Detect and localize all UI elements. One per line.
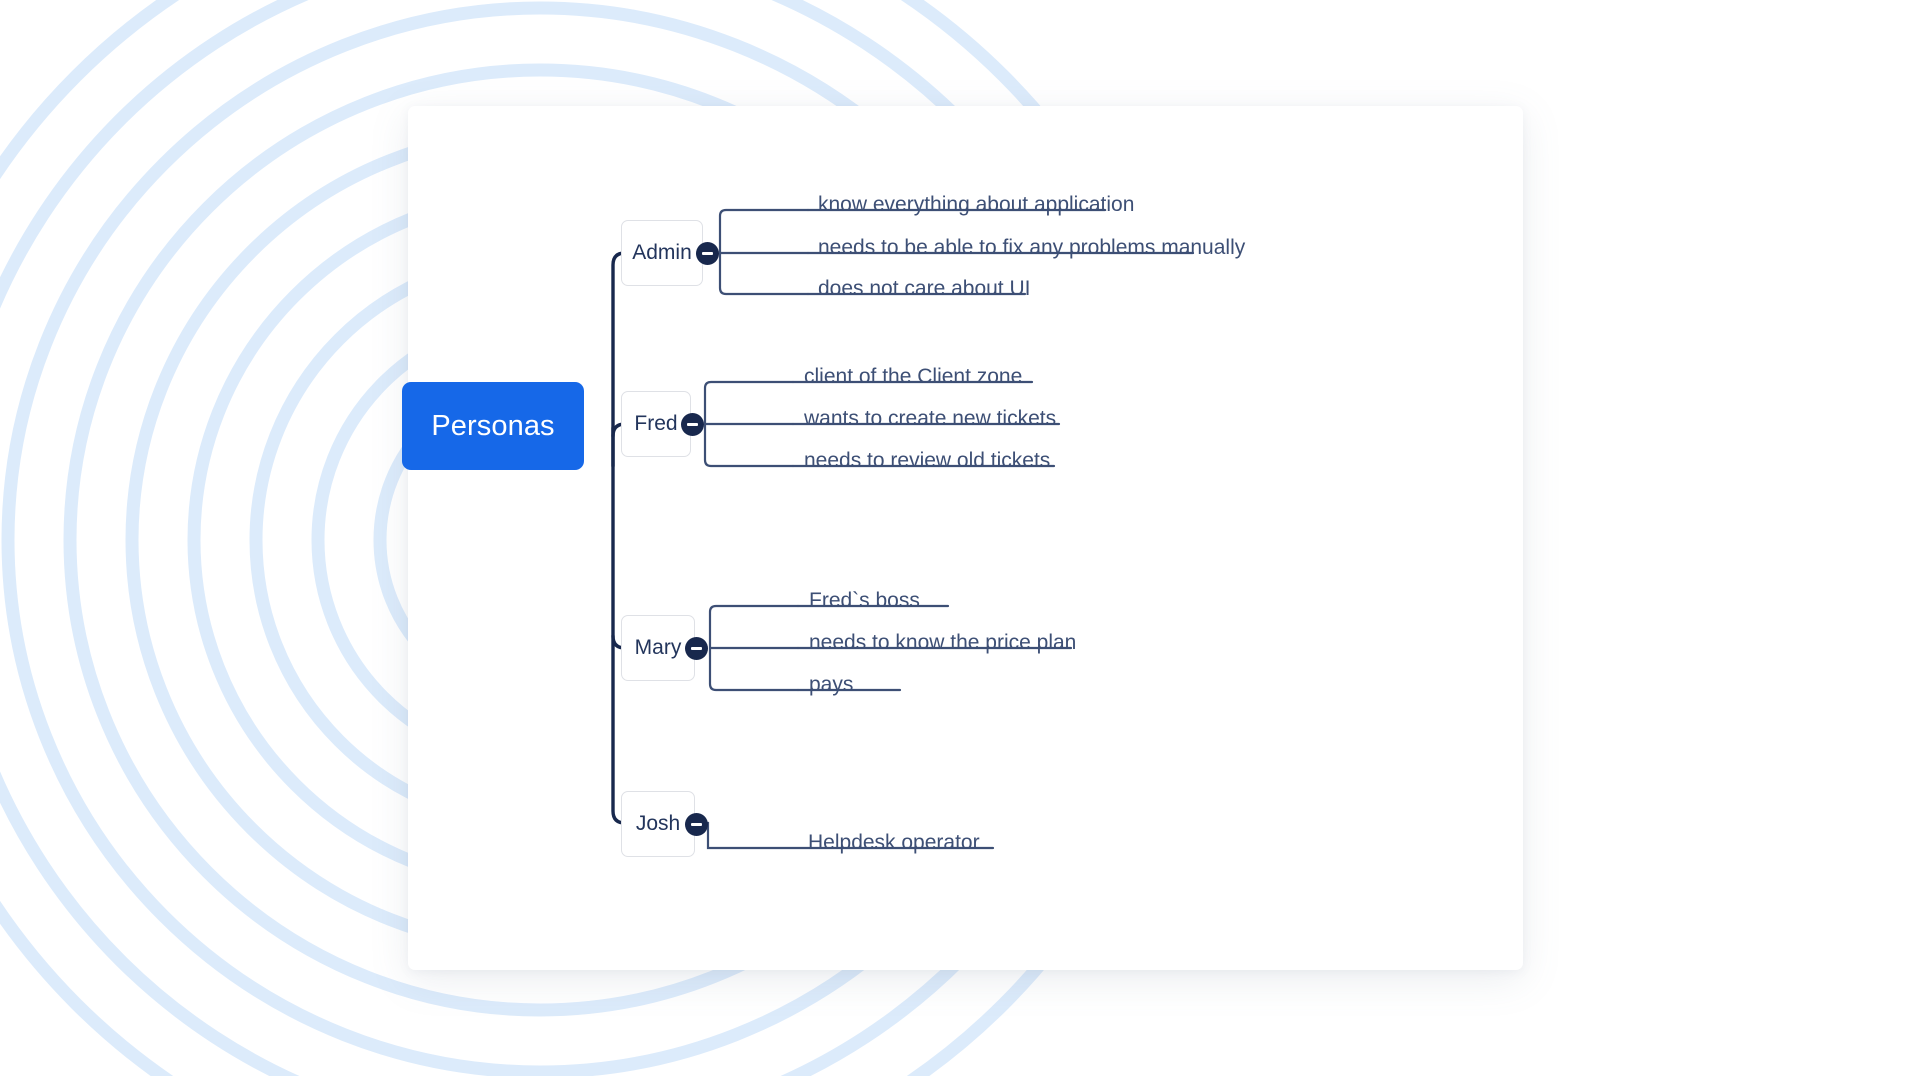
- leaf-text: pays: [809, 673, 854, 696]
- branch-node-label-admin: Admin: [632, 241, 692, 264]
- root-node-label: Personas: [431, 409, 555, 442]
- leaf-label-fred-1[interactable]: client of the Client zone: [804, 366, 1022, 387]
- leaf-text: needs to review old tickets: [804, 449, 1051, 472]
- leaf-label-admin-2[interactable]: needs to be able to fix any problems man…: [818, 237, 1245, 258]
- leaf-label-admin-3[interactable]: does not care about UI: [818, 278, 1030, 299]
- leaf-label-mary-2[interactable]: needs to know the price plan: [809, 632, 1076, 653]
- branch-node-label-mary: Mary: [634, 636, 682, 659]
- collapse-toggle-admin[interactable]: [696, 242, 719, 265]
- branch-node-label-fred: Fred: [634, 412, 678, 435]
- minus-icon: [687, 423, 698, 426]
- leaf-label-mary-1[interactable]: Fred`s boss: [809, 590, 920, 611]
- leaf-label-fred-3[interactable]: needs to review old tickets: [804, 450, 1050, 471]
- leaf-label-josh-1[interactable]: Helpdesk operator: [808, 832, 980, 853]
- branch-node-admin[interactable]: Admin: [621, 220, 703, 286]
- branch-node-label-josh: Josh: [635, 812, 681, 835]
- minus-icon: [691, 823, 702, 826]
- mindmap-nodes-layer: Personas Admin know everything about app…: [402, 106, 1523, 970]
- leaf-text: client of the Client zone: [804, 365, 1023, 388]
- leaf-text: know everything about application: [818, 193, 1135, 216]
- leaf-text: needs to know the price plan: [809, 631, 1077, 654]
- leaf-label-mary-3[interactable]: pays: [809, 674, 853, 695]
- minus-icon: [702, 252, 713, 255]
- leaf-text: does not care about UI: [818, 277, 1031, 300]
- leaf-label-admin-1[interactable]: know everything about application: [818, 194, 1134, 215]
- leaf-text: needs to be able to fix any problems man…: [818, 236, 1246, 259]
- collapse-toggle-josh[interactable]: [685, 813, 708, 836]
- leaf-text: Fred`s boss: [809, 589, 920, 612]
- minus-icon: [691, 647, 702, 650]
- collapse-toggle-mary[interactable]: [685, 637, 708, 660]
- branch-node-mary[interactable]: Mary: [621, 615, 695, 681]
- branch-node-fred[interactable]: Fred: [621, 391, 691, 457]
- leaf-text: wants to create new tickets: [804, 407, 1057, 430]
- leaf-label-fred-2[interactable]: wants to create new tickets: [804, 408, 1056, 429]
- collapse-toggle-fred[interactable]: [681, 413, 704, 436]
- leaf-text: Helpdesk operator: [808, 831, 980, 854]
- root-node-personas[interactable]: Personas: [402, 382, 584, 470]
- branch-node-josh[interactable]: Josh: [621, 791, 695, 857]
